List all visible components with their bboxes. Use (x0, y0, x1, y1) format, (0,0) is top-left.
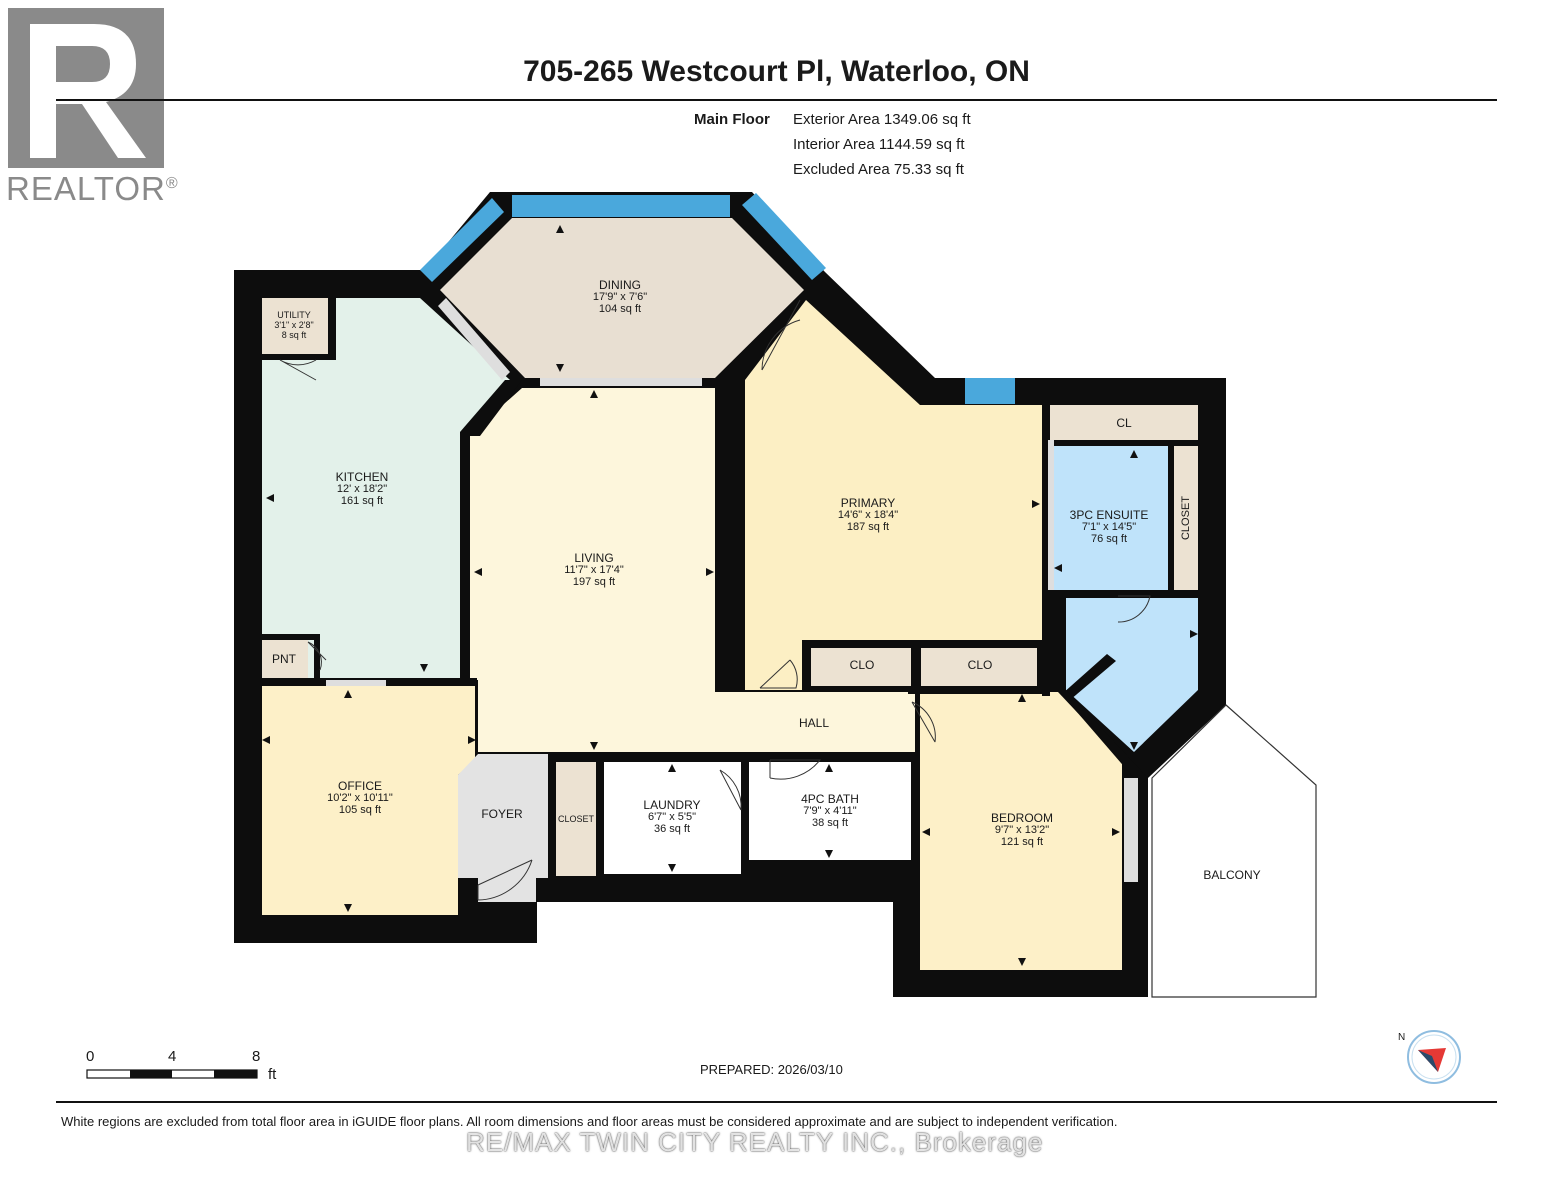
scale-tick-8: 8 (252, 1048, 261, 1065)
label-foyer: FOYER (481, 807, 523, 821)
compass-north-label: N (1398, 1032, 1406, 1043)
door-swings (279, 299, 1151, 901)
scale-bar (86, 1069, 258, 1079)
room-ensuite: 3PC ENSUITE 7'1" x 14'5" 76 sq ft (1069, 508, 1149, 545)
balcony-outline (1151, 704, 1317, 998)
clo2-fill (921, 648, 1037, 686)
compass-icon (1407, 1030, 1461, 1084)
scale-tick-4: 4 (168, 1048, 177, 1065)
interior-walls (262, 298, 1198, 943)
exterior-area: Exterior Area 1349.06 sq ft (793, 111, 971, 128)
ensuite-fill (1048, 446, 1170, 590)
excluded-area: Excluded Area 75.33 sq ft (793, 161, 964, 178)
label-closet-foyer: CLOSET (557, 814, 594, 824)
room-office: OFFICE 10'2" x 10'11" 105 sq ft (327, 779, 393, 816)
disclaimer-text: White regions are excluded from total fl… (61, 1114, 1118, 1129)
bedroom-fill (920, 692, 1122, 970)
dimension-arrows (262, 225, 1198, 966)
realtor-logo-text: REALTOR® (6, 170, 179, 207)
foyer-fill (458, 754, 548, 902)
ensuite-lower-fill (1066, 596, 1198, 752)
label-hall: HALL (798, 716, 830, 730)
cl-fill (1048, 405, 1198, 440)
room-primary: PRIMARY 14'6" x 18'4" 187 sq ft (837, 496, 899, 533)
room-4pc-bath: 4PC BATH 7'9" x 4'11" 38 sq ft (801, 792, 859, 829)
brokerage-watermark: RE/MAX TWIN CITY REALTY INC., Brokerage (466, 1127, 1044, 1157)
primary-fill (745, 300, 1042, 690)
scale-tick-0: 0 (86, 1048, 95, 1065)
clo1-fill (811, 648, 911, 686)
label-clo-1: CLO (849, 658, 875, 672)
label-closet-ensuite: CLOSET (1180, 496, 1192, 541)
kitchen-fill (262, 298, 510, 680)
living-fill (468, 388, 915, 752)
laundry-fill (604, 762, 741, 874)
pnt-fill (262, 640, 308, 678)
room-fills (262, 218, 1198, 970)
prepared-date: PREPARED: 2026/03/10 (700, 1062, 843, 1077)
label-cl: CL (1116, 416, 1132, 430)
title-rule (56, 99, 1497, 101)
label-pnt: PNT (272, 652, 296, 666)
footer-rule (56, 1101, 1497, 1103)
openings (326, 298, 1138, 882)
bath4-fill (749, 762, 911, 860)
room-kitchen: KITCHEN 12' x 18'2" 161 sq ft (335, 470, 389, 507)
office-fill (262, 686, 475, 915)
realtor-logo-icon (8, 8, 164, 168)
interior-area: Interior Area 1144.59 sq ft (793, 136, 965, 153)
windows (420, 193, 1015, 404)
room-bedroom: BEDROOM 9'7" x 13'2" 121 sq ft (990, 811, 1053, 848)
floor-label: Main Floor (694, 111, 770, 128)
closet-foyer-fill (556, 762, 596, 876)
dining-fill (440, 218, 804, 378)
label-clo-2: CLO (967, 658, 993, 672)
ensuite-closet-fill (1174, 446, 1198, 590)
room-laundry: LAUNDRY 6'7" x 5'5" 36 sq ft (643, 798, 701, 835)
room-dining: DINING 17'9" x 7'6" 104 sq ft (592, 278, 648, 315)
scale-unit: ft (268, 1066, 277, 1083)
page-title: 705-265 Westcourt Pl, Waterloo, ON (523, 55, 1030, 88)
room-living: LIVING 11'7" x 17'4" 197 sq ft (564, 551, 624, 588)
label-balcony: BALCONY (1203, 868, 1261, 882)
utility-fill (262, 298, 328, 354)
room-utility: UTILITY 3'1" x 2'8" 8 sq ft (274, 310, 314, 340)
